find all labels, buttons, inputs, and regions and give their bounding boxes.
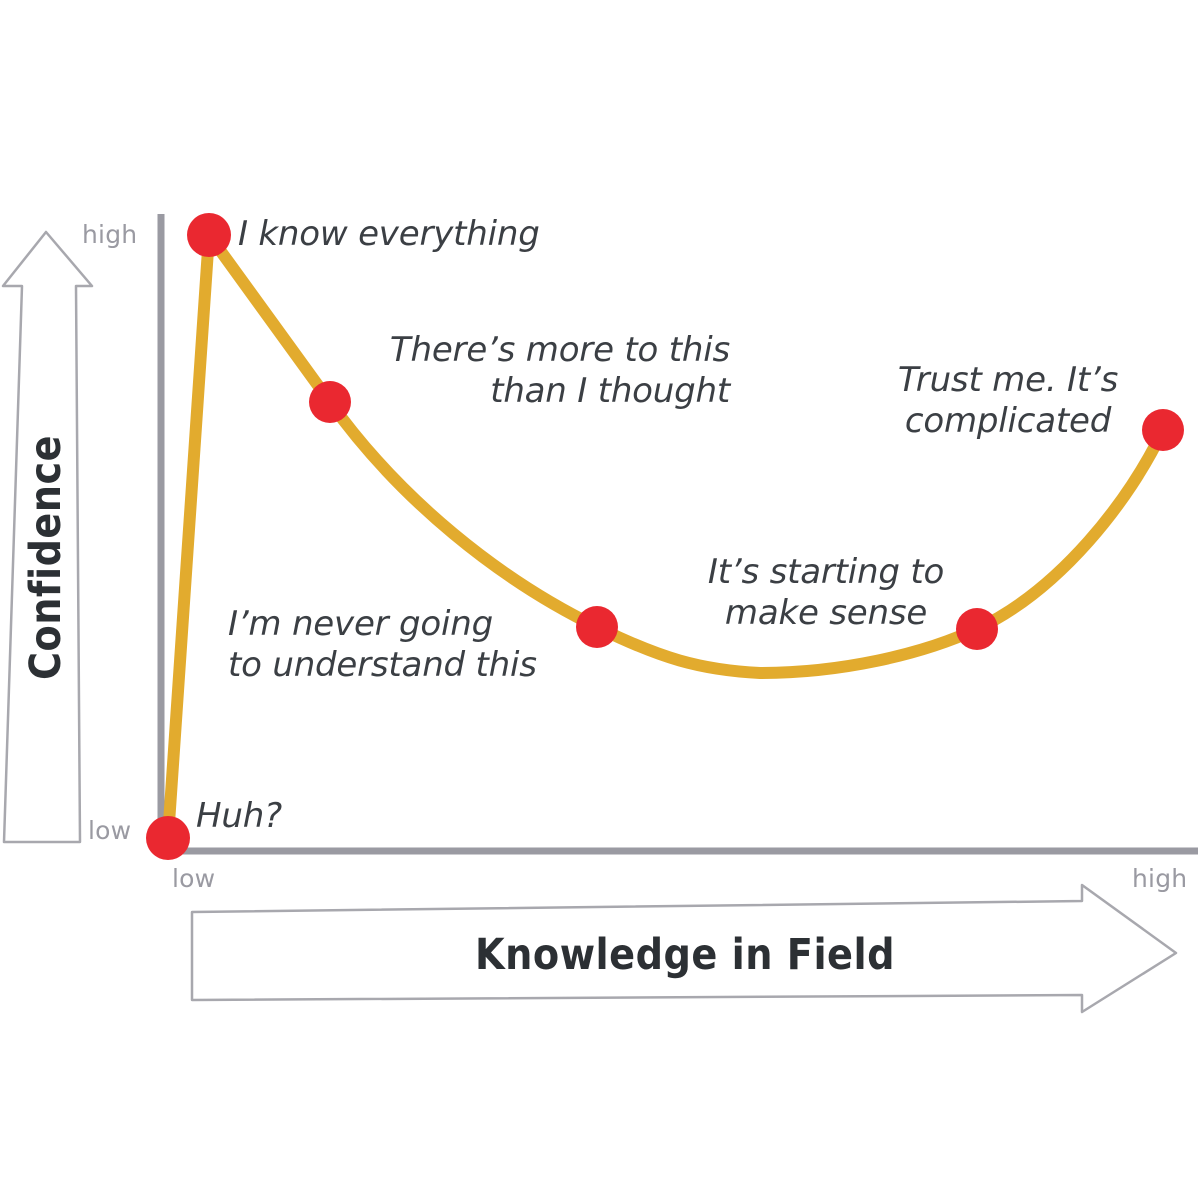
data-point-trust-me — [1142, 409, 1184, 451]
callout-im-never-going-to-understand-this: I’m never going to understand this — [228, 604, 537, 686]
callout-huh: Huh? — [196, 796, 282, 836]
x-axis-tick-high: high — [1132, 864, 1188, 893]
confidence-curve — [162, 229, 1169, 844]
data-point-never-going — [576, 606, 618, 648]
data-point-know-everything — [187, 213, 231, 257]
callout-theres-more-to-this: There’s more to this than I thought — [389, 330, 730, 412]
y-axis-tick-low: low — [88, 816, 132, 845]
x-axis-tick-low: low — [172, 864, 216, 893]
data-point-more-to-this — [309, 381, 351, 423]
data-point-starting-sense — [956, 608, 998, 650]
y-axis-arrow-shape — [1, 230, 94, 844]
x-axis-arrow-shape — [190, 883, 1178, 1014]
y-axis-title: Confidence — [21, 435, 71, 680]
callout-i-know-everything: I know everything — [238, 214, 540, 254]
y-axis-tick-high: high — [82, 220, 138, 249]
x-axis-title: Knowledge in Field — [475, 930, 895, 980]
callout-trust-me-its-complicated: Trust me. It’s complicated — [897, 360, 1119, 442]
callout-its-starting-to-make-sense: It’s starting to make sense — [707, 552, 945, 634]
data-point-markers — [146, 213, 1184, 860]
data-point-huh — [146, 816, 190, 860]
